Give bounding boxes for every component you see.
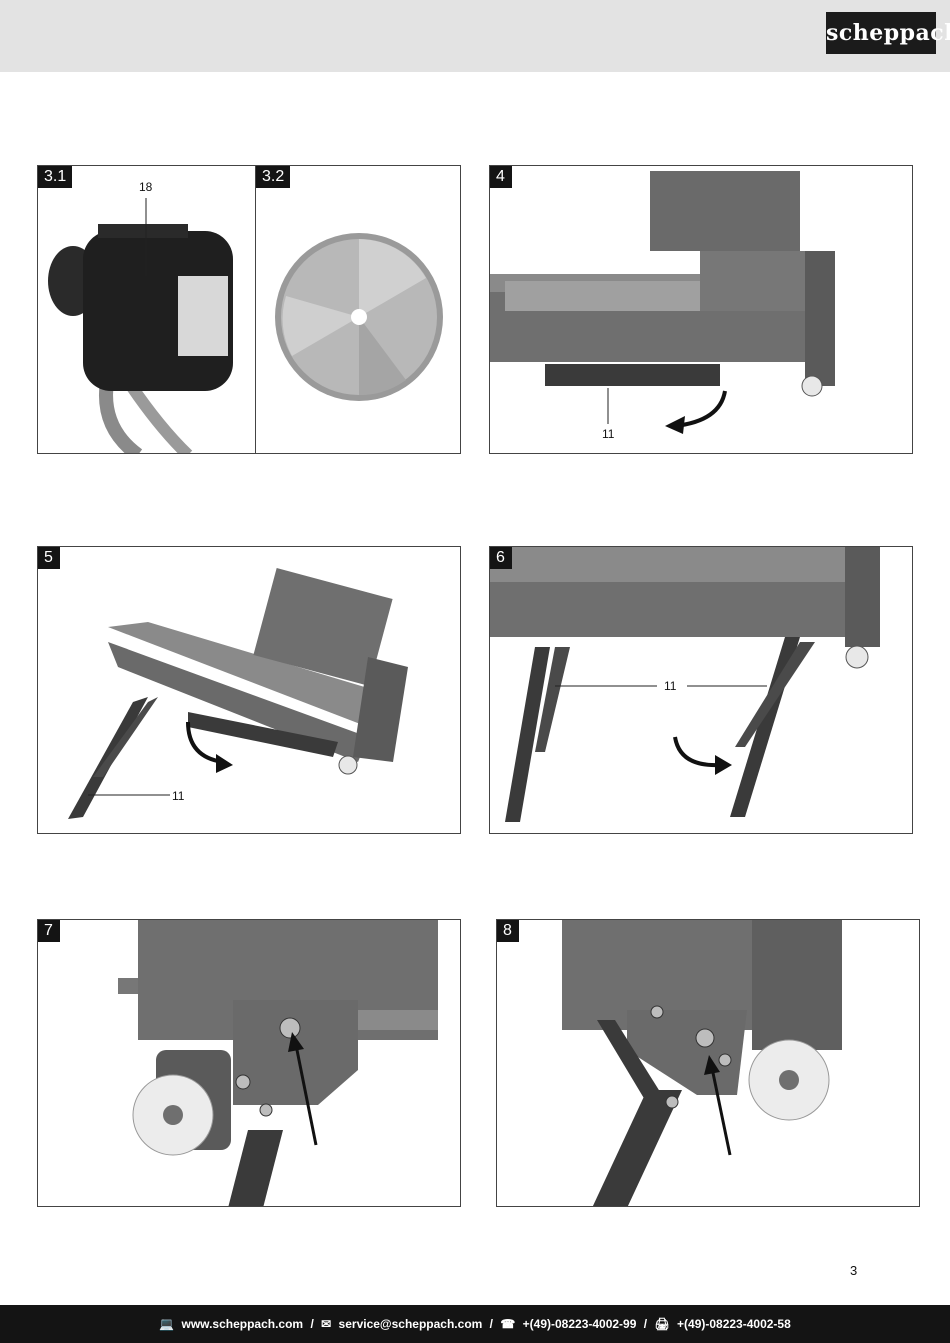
saw-legs-photo: [490, 547, 912, 833]
figure-label: 7: [38, 920, 60, 942]
callout-11: 11: [172, 789, 185, 803]
mail-icon: ✉: [321, 1317, 332, 1331]
figure-label: 5: [38, 547, 60, 569]
footer-email[interactable]: service@scheppach.com: [338, 1317, 483, 1331]
fax-icon: 🖨: [654, 1317, 670, 1331]
callout-11: 11: [602, 427, 615, 441]
saw-blade-photo: [256, 166, 460, 453]
computer-icon: 💻: [159, 1317, 175, 1331]
figure-label: 6: [490, 547, 512, 569]
footer-separator: /: [489, 1317, 494, 1331]
page-header: scheppach: [0, 0, 950, 72]
leg-lock-photo-left: [38, 920, 460, 1206]
footer-web[interactable]: www.scheppach.com: [181, 1317, 304, 1331]
footer-fax: +(49)-08223-4002-58: [677, 1317, 791, 1331]
footer-separator: /: [310, 1317, 314, 1331]
callout-18: 18: [139, 180, 153, 194]
figure-3-2: 3.2: [255, 165, 461, 454]
footer-phone: +(49)-08223-4002-99: [522, 1317, 637, 1331]
figure-label: 3.1: [38, 166, 73, 188]
callout-11: 11: [664, 679, 677, 693]
motor-photo: [38, 166, 255, 453]
figure-5: 5 11: [37, 546, 461, 834]
figure-6: 6 11: [489, 546, 913, 834]
figure-label: 3.2: [256, 166, 291, 188]
page-number: 3: [850, 1263, 858, 1278]
figure-label: 4: [490, 166, 512, 188]
figure-7: 7: [37, 919, 461, 1207]
leg-lock-photo-right: [497, 920, 919, 1206]
saw-folding-photo: [38, 547, 460, 833]
figure-label: 8: [497, 920, 519, 942]
saw-table-photo: [490, 166, 912, 453]
brand-logo: scheppach: [826, 12, 950, 54]
figure-4: 4 11: [489, 165, 913, 454]
footer-separator: /: [643, 1317, 648, 1331]
figure-3-1: 3.1 18: [37, 165, 256, 454]
page-footer: 💻 www.scheppach.com / ✉ service@scheppac…: [0, 1305, 950, 1343]
phone-icon: ☎: [500, 1317, 516, 1331]
figure-8: 8: [496, 919, 920, 1207]
